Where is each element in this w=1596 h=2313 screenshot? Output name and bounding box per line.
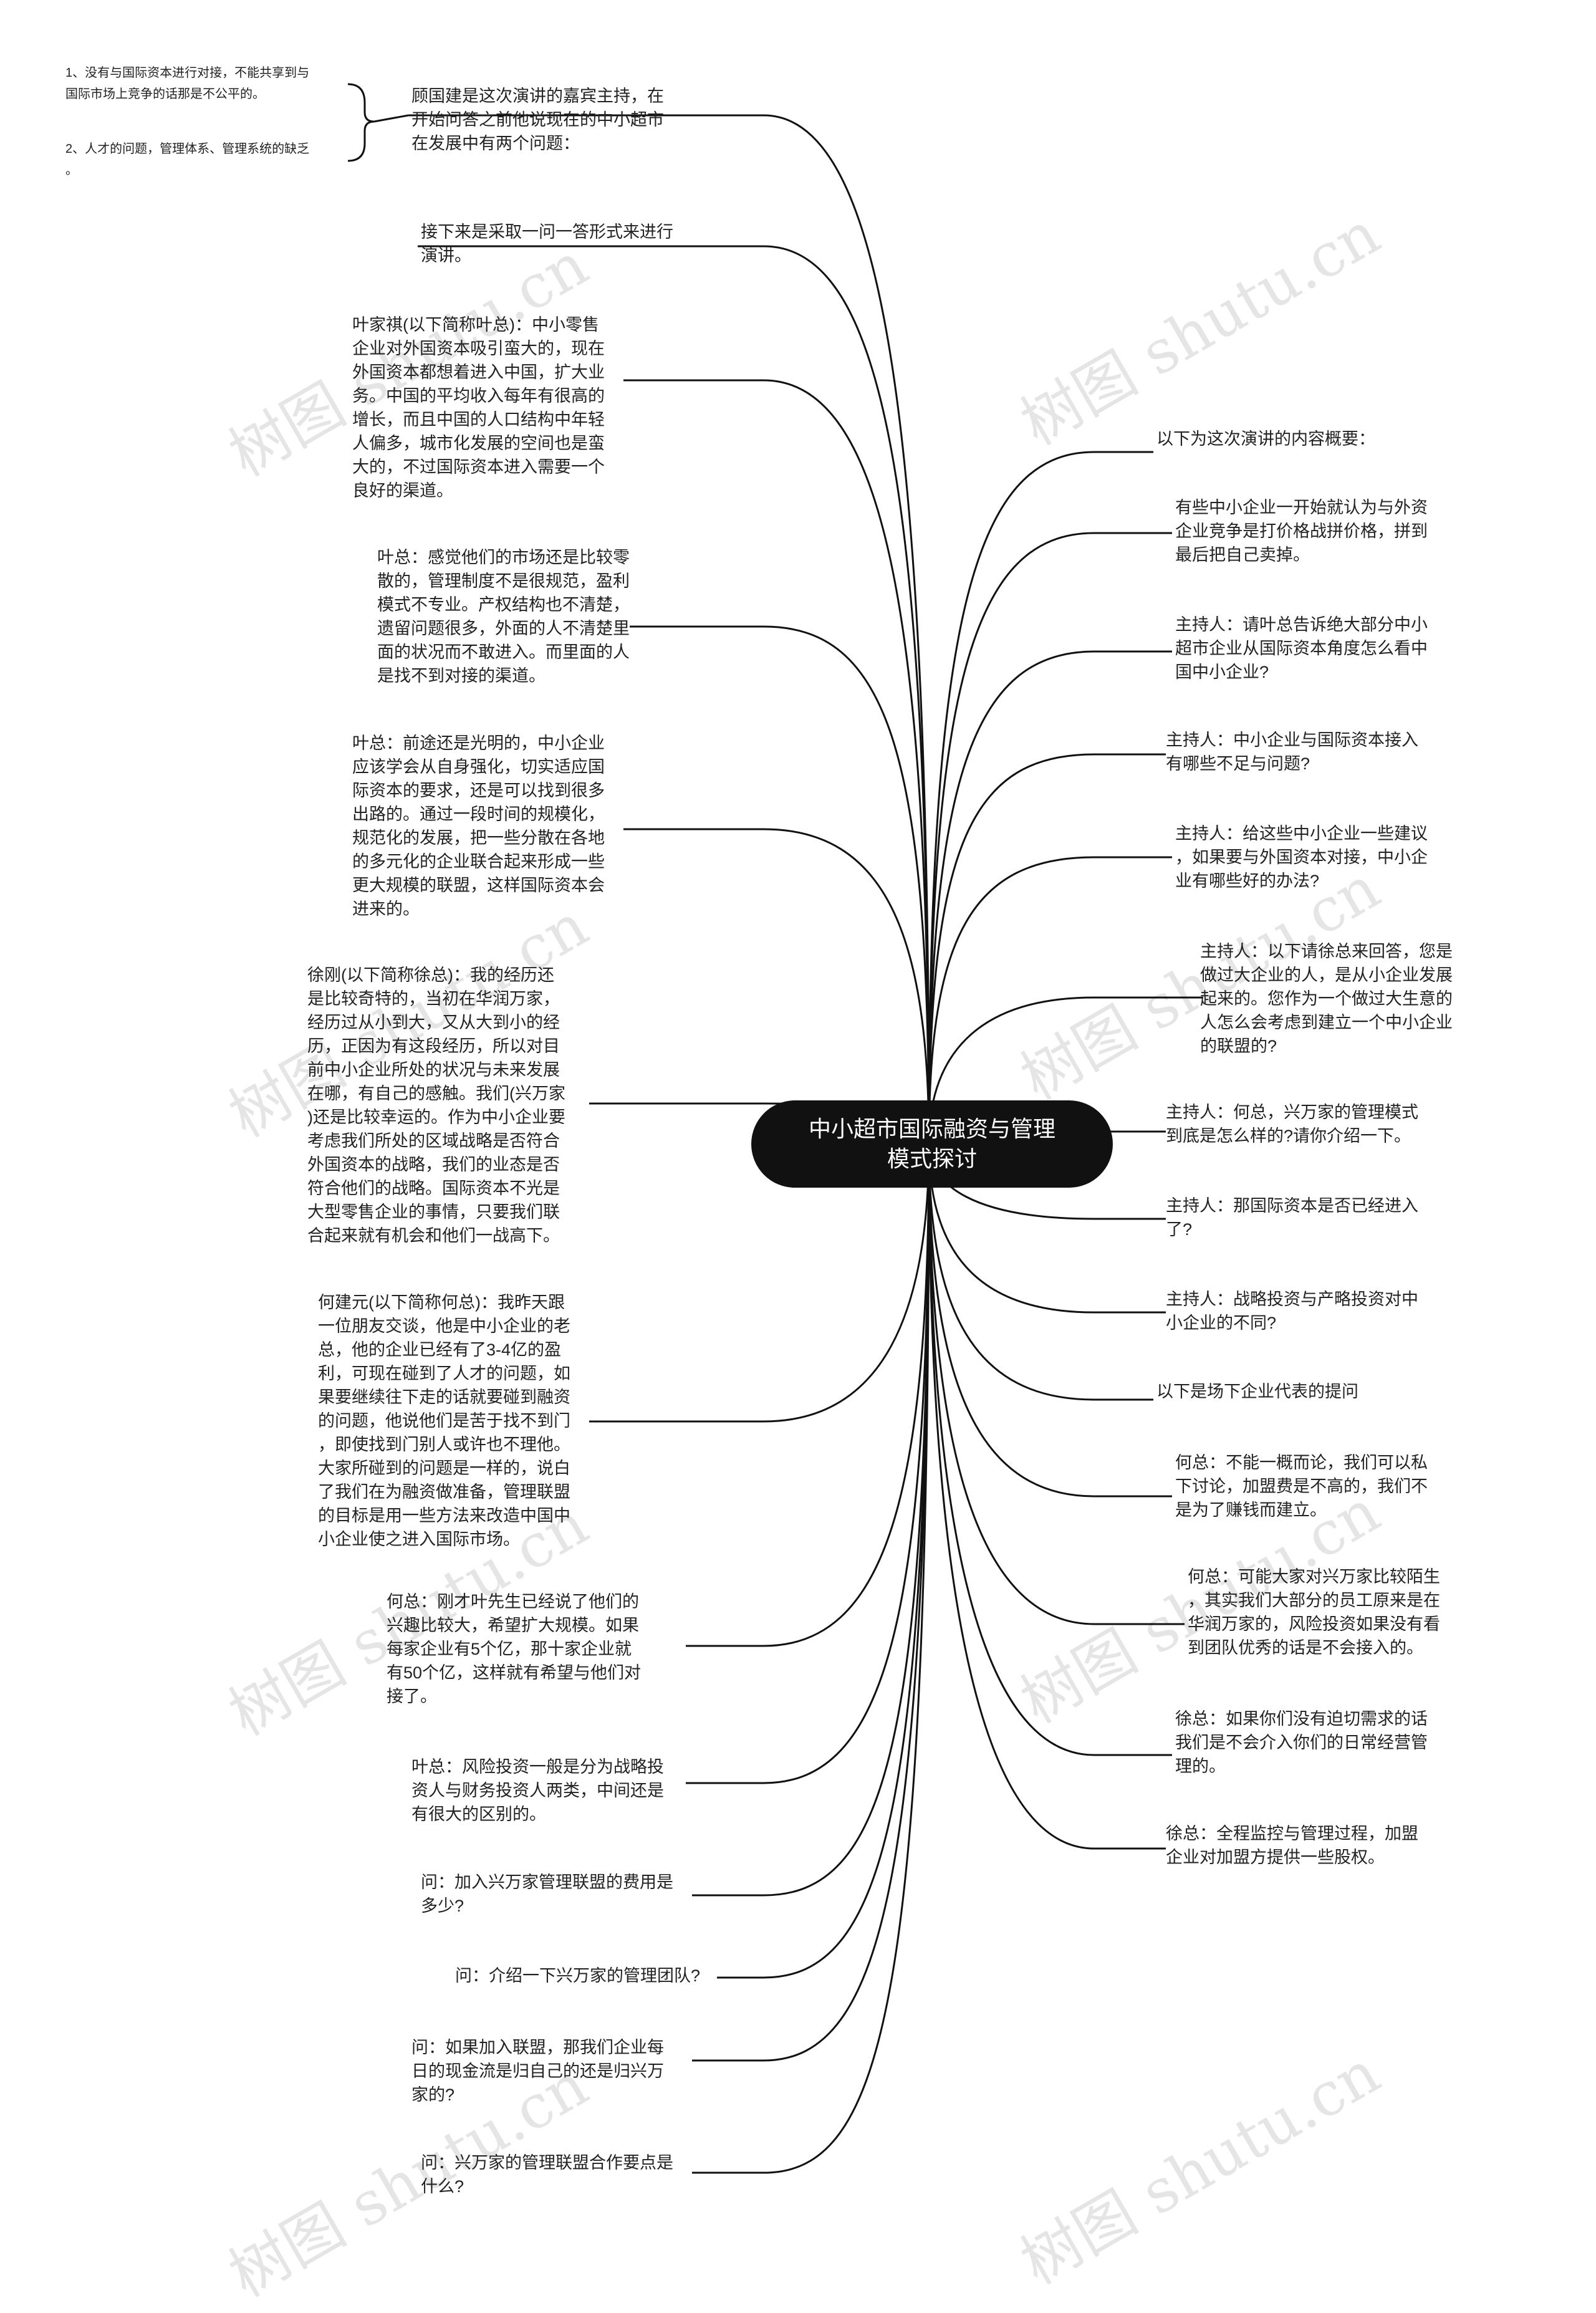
left-node[interactable]: 何建元(以下简称何总)：我昨天跟 一位朋友交谈，他是中小企业的老 总，他的企业已… bbox=[318, 1293, 570, 1549]
sub-node[interactable]: 2、人才的问题，管理体系、管理系统的缺乏 。 bbox=[65, 142, 310, 177]
left-node[interactable]: 叶总：风险投资一般是分为战略投 资人与财务投资人两类，中间还是 有很大的区别的。 bbox=[411, 1758, 664, 1824]
left-node[interactable]: 问：介绍一下兴万家的管理团队? bbox=[455, 1966, 701, 1985]
right-node[interactable]: 主持人：请叶总告诉绝大部分中小 超市企业从国际资本角度怎么看中 国中小企业? bbox=[1175, 615, 1428, 681]
link-R13 bbox=[928, 1143, 1172, 1756]
right-node[interactable]: 主持人：何总，兴万家的管理模式 到底是怎么样的?请你介绍一下。 bbox=[1166, 1103, 1418, 1145]
right-node[interactable]: 徐总：全程监控与管理过程，加盟 企业对加盟方提供一些股权。 bbox=[1166, 1824, 1418, 1867]
sub-bracket-stem bbox=[373, 114, 409, 123]
link-R14 bbox=[928, 1143, 1166, 1850]
link-L4 bbox=[630, 625, 930, 1145]
link-L2 bbox=[418, 245, 930, 1145]
left-node[interactable]: 接下来是采取一问一答形式来进行 演讲。 bbox=[421, 223, 673, 265]
left-node[interactable]: 叶总：前途还是光明的，中小企业 应该学会从自身强化，切实适应国 际资本的要求，还… bbox=[352, 734, 605, 918]
left-node[interactable]: 叶家祺(以下简称叶总)：中小零售 企业对外国资本吸引蛮大的，现在 外国资本都想着… bbox=[352, 315, 605, 500]
link-R4 bbox=[928, 753, 1166, 1145]
link-R11 bbox=[928, 1143, 1172, 1498]
link-L13 bbox=[692, 1143, 930, 2174]
right-node[interactable]: 以下为这次演讲的内容概要： bbox=[1156, 430, 1375, 448]
link-L5 bbox=[623, 828, 930, 1145]
sub-node[interactable]: 1、没有与国际资本进行对接，不能共享到与 国际市场上竞争的话那是不公平的。 bbox=[65, 66, 310, 101]
link-R12 bbox=[928, 1143, 1185, 1625]
left-node[interactable]: 问：兴万家的管理联盟合作要点是 什么? bbox=[421, 2153, 673, 2196]
link-R3 bbox=[928, 650, 1172, 1145]
left-node[interactable]: 问：加入兴万家管理联盟的费用是 多少? bbox=[421, 1873, 673, 1915]
link-R10 bbox=[928, 1143, 1153, 1401]
link-R5 bbox=[928, 856, 1172, 1145]
link-R2 bbox=[928, 532, 1172, 1145]
right-node[interactable]: 徐总：如果你们没有迫切需求的话 我们是不会介入你们的日常经营管 理的。 bbox=[1175, 1710, 1428, 1776]
link-L12 bbox=[692, 1143, 930, 2062]
link-R1 bbox=[928, 451, 1153, 1145]
left-node[interactable]: 徐刚(以下简称徐总)：我的经历还 是比较奇特的，当初在华润万家， 经历过从小到大… bbox=[307, 966, 565, 1245]
central-topic[interactable]: 中小超市国际融资与管理 模式探讨 bbox=[751, 1100, 1113, 1188]
link-L8 bbox=[686, 1143, 930, 1647]
right-node[interactable]: 何总：可能大家对兴万家比较陌生 ，其实我们大部分的员工原来是在 华润万家的，风险… bbox=[1188, 1567, 1440, 1657]
left-node[interactable]: 何总：刚才叶先生已经说了他们的 兴趣比较大，希望扩大规模。如果 每家企业有5个亿… bbox=[387, 1592, 642, 1706]
right-node[interactable]: 以下是场下企业代表的提问 bbox=[1156, 1382, 1358, 1401]
right-node[interactable]: 何总：不能一概而论，我们可以私 下讨论，加盟费是不高的，我们不 是为了赚钱而建立… bbox=[1175, 1453, 1428, 1519]
right-node[interactable]: 主持人：中小企业与国际资本接入 有哪些不足与问题? bbox=[1166, 731, 1418, 773]
left-node[interactable]: 问：如果加入联盟，那我们企业每 日的现金流是归自己的还是归兴万 家的? bbox=[411, 2038, 664, 2104]
left-node[interactable]: 顾国建是这次演讲的嘉宾主持，在 开始问答之前他说现在的中小超市 在发展中有两个问… bbox=[411, 87, 664, 153]
right-node[interactable]: 主持人：那国际资本是否已经进入 了? bbox=[1166, 1196, 1418, 1239]
link-L11 bbox=[717, 1143, 930, 1979]
left-node[interactable]: 叶总：感觉他们的市场还是比较零 散的，管理制度不是很规范，盈利 模式不专业。产权… bbox=[377, 548, 630, 685]
right-node[interactable]: 主持人：给这些中小企业一些建议 ，如果要与外国资本对接，中小企 业有哪些好的办法… bbox=[1175, 824, 1428, 890]
right-node[interactable]: 主持人：战略投资与产略投资对中 小企业的不同? bbox=[1166, 1290, 1418, 1332]
right-node[interactable]: 主持人：以下请徐总来回答，您是 做过大企业的人，是从小企业发展 起来的。您作为一… bbox=[1200, 942, 1453, 1056]
link-L3 bbox=[623, 379, 930, 1145]
right-node[interactable]: 有些中小企业一开始就认为与外资 企业竞争是打价格战拼价格，拼到 最后把自己卖掉。 bbox=[1175, 498, 1428, 564]
link-L9 bbox=[686, 1143, 930, 1784]
link-L7 bbox=[589, 1143, 930, 1423]
